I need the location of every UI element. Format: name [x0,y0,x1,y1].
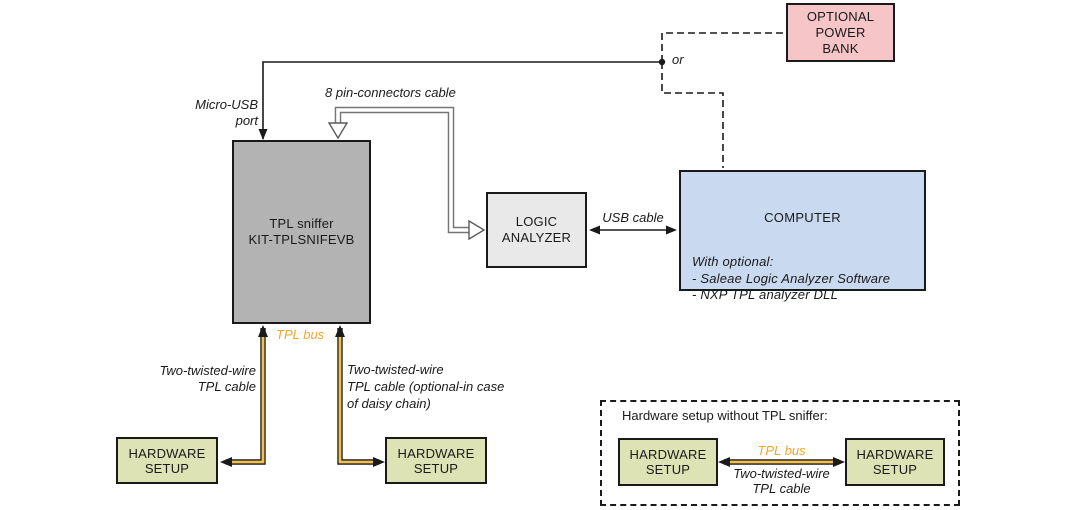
inset-tpl-bus-arrow [718,457,845,467]
optional-power-bank-box: OPTIONAL POWER BANK [786,3,895,62]
computer-box: COMPUTER With optional: - Saleae Logic A… [679,170,926,302]
eight-pin-cable-label: 8 pin-connectors cable [325,85,456,100]
inset-tpl-bus-label: TPL bus [757,443,806,458]
hardware-setup-box-left: HARDWARE SETUP [116,437,218,484]
tpl-sniffer-box: TPL sniffer KIT-TPLSNIFEVB [232,140,371,324]
tpl-cable-left [220,325,268,467]
inset-hardware-setup-box-left: HARDWARE SETUP [618,438,718,486]
power-bank-dashed-line [661,32,784,62]
computer-optional-software-list: With optional: - Saleae Logic Analyzer S… [692,254,891,302]
inset-title: Hardware setup without TPL sniffer: [622,408,828,423]
inset-hardware-setup-box-right: HARDWARE SETUP [845,438,945,486]
usb-cable-label: USB cable [602,210,664,225]
eight-pin-connectors-cable [327,106,486,241]
left-tpl-cable-label: Two-twisted-wire TPL cable [159,363,256,394]
inset-tpl-cable-label: Two-twisted-wire TPL cable [733,466,830,496]
mid-tpl-cable-label: Two-twisted-wire TPL cable (optional-in … [347,362,505,411]
computer-dashed-line [661,62,724,168]
or-label: or [672,52,684,67]
hardware-setup-box-mid: HARDWARE SETUP [385,437,487,484]
tpl-bus-label: TPL bus [276,327,325,342]
micro-usb-cable-line [258,58,666,140]
inset-hardware-setup-without-sniffer: Hardware setup without TPL sniffer: HARD… [600,400,960,506]
micro-usb-port-label: Micro-USB port [195,97,258,128]
tpl-cable-mid [335,325,385,467]
logic-analyzer-box: LOGIC ANALYZER [486,192,587,268]
computer-title: COMPUTER [764,210,841,225]
usb-cable-arrow [589,225,677,235]
